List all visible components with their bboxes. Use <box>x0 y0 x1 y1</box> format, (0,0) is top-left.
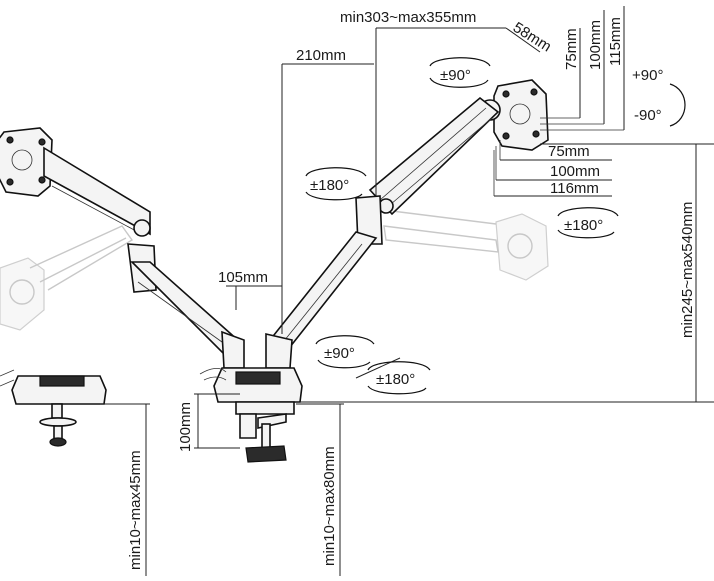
label-rot-180-right: ±180° <box>564 217 603 234</box>
label-reach: min303~max355mm <box>340 9 476 26</box>
label-height-range: min245~max540mm <box>679 202 696 338</box>
label-vesa-v-75: 75mm <box>563 28 580 70</box>
label-tilt-minus: -90° <box>634 107 662 124</box>
ghost-arm-left <box>0 225 134 331</box>
label-210mm: 210mm <box>296 47 346 64</box>
label-58mm: 58mm <box>510 19 554 56</box>
label-clamp-range-right: min10~max80mm <box>321 446 338 566</box>
label-rot-top-90: ±90° <box>440 67 471 84</box>
dimension-labels: min303~max355mm 58mm 210mm 105mm ±90° ±1… <box>127 9 696 570</box>
label-rot-180-upper: ±180° <box>310 177 349 194</box>
label-rot-90-lower: ±90° <box>324 345 355 362</box>
dimension-lines <box>100 6 714 576</box>
clamp-base-left <box>0 369 107 447</box>
label-105mm: 105mm <box>218 269 268 286</box>
label-rot-180-lower: ±180° <box>376 371 415 388</box>
label-vesa-h-75: 75mm <box>548 143 590 160</box>
cable-swirls <box>199 368 227 381</box>
label-vesa-h-116: 116mm <box>550 180 599 197</box>
label-vesa-v-100: 100mm <box>587 20 604 70</box>
label-vesa-h-100: 100mm <box>550 163 600 180</box>
rotation-arrows <box>305 57 686 395</box>
left-monitor-arm <box>0 127 245 369</box>
label-vesa-v-115: 115mm <box>607 17 624 66</box>
label-clamp-range-left: min10~max45mm <box>127 450 144 570</box>
label-tilt-plus: +90° <box>632 67 663 84</box>
right-monitor-arm <box>265 79 549 369</box>
label-clamp-height: 100mm <box>177 402 194 452</box>
ghost-arm-right <box>383 209 549 281</box>
